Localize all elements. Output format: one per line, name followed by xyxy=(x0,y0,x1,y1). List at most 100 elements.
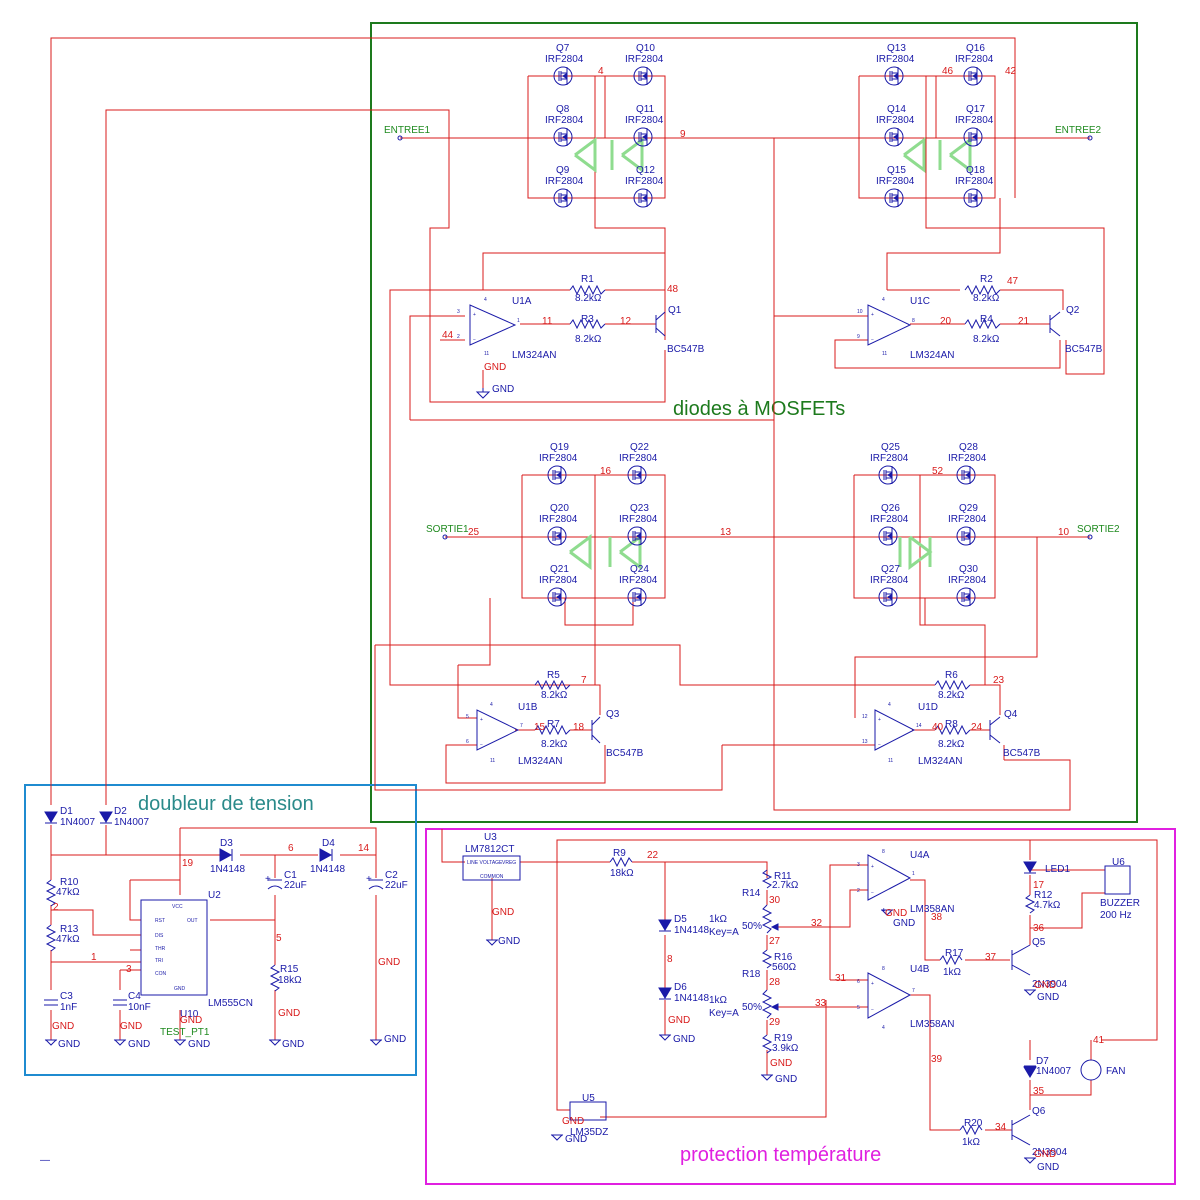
u3-ref: U3 xyxy=(484,832,497,843)
svg-text:2: 2 xyxy=(857,888,860,894)
svg-text:+: + xyxy=(871,981,874,987)
diode-d2: D2 1N4007 xyxy=(99,806,149,828)
net-label: 34 xyxy=(995,1122,1007,1133)
timer-u2: VCC RST DIS THR TRI CON OUT GND U2 LM555… xyxy=(140,890,253,1009)
mosfet-part: IRF2804 xyxy=(876,54,915,65)
mosfet-part: IRF2804 xyxy=(948,514,987,525)
regulator-u3: LINE VOLTAGE VREG COMMON U3 LM7812CT xyxy=(462,832,521,881)
q5-part: 2N3904 xyxy=(1032,979,1067,990)
gnd-net-label: GND xyxy=(562,1116,584,1127)
r20-ref: R20 xyxy=(964,1118,983,1129)
diode-d6: D6 1N4148 xyxy=(658,982,709,1004)
net-label: 35 xyxy=(1033,1086,1045,1097)
mosfet-part: IRF2804 xyxy=(955,176,994,187)
net-label: 30 xyxy=(769,895,781,906)
resistor-r7: R7 8.2kΩ xyxy=(534,719,571,750)
svg-text:4: 4 xyxy=(484,297,487,303)
wiring xyxy=(50,37,1158,1131)
d4-part: 1N4148 xyxy=(310,864,345,875)
r14-value: 1kΩ xyxy=(709,914,728,925)
r14-ref: R14 xyxy=(742,888,761,899)
mosfet-diodes-region xyxy=(370,22,1138,823)
net-label: 24 xyxy=(971,722,983,733)
q3-ref: Q3 xyxy=(606,709,620,720)
mosfet-ref: Q26 xyxy=(881,503,900,514)
svg-text:14: 14 xyxy=(916,723,922,729)
resistor-r12: R12 4.7kΩ xyxy=(1024,890,1061,914)
d1-part: 1N4007 xyxy=(60,817,95,828)
gnd-label: GND xyxy=(384,1034,406,1045)
r6-ref: R6 xyxy=(945,670,958,681)
opamp-u4b: +− 84 65 7 U4B LM358AN xyxy=(857,964,954,1031)
bjt-q5: Q5 2N3904 xyxy=(1011,937,1067,990)
bjt-q6: Q6 2N3904 xyxy=(1011,1106,1067,1158)
svg-text:3: 3 xyxy=(857,862,860,868)
gnd-label: GND xyxy=(188,1039,210,1050)
gnd-label: GND xyxy=(58,1039,80,1050)
svg-text:4: 4 xyxy=(888,702,891,708)
net-label: 11 xyxy=(542,316,553,327)
net-label: 31 xyxy=(835,973,847,984)
gnd-label: GND xyxy=(565,1134,587,1145)
svg-text:12: 12 xyxy=(862,714,868,720)
net-label: 32 xyxy=(811,918,823,929)
svg-text:+: + xyxy=(878,717,881,723)
resistor-r19: R19 3.9kΩ xyxy=(761,1033,799,1054)
r1-ref: R1 xyxy=(581,274,594,285)
d4-ref: D4 xyxy=(322,838,335,849)
svg-text:CON: CON xyxy=(155,971,167,977)
gnd-label: GND xyxy=(1037,992,1059,1003)
r5-ref: R5 xyxy=(547,670,560,681)
r11-value: 2.7kΩ xyxy=(772,880,799,891)
net-label: 8 xyxy=(667,954,673,965)
net-label: 44 xyxy=(442,330,454,341)
resistor-r5: R5 8.2kΩ xyxy=(534,670,571,701)
u4a-ref: U4A xyxy=(910,850,930,861)
mosfet-ref: Q22 xyxy=(630,442,649,453)
net-label: 5 xyxy=(276,933,282,944)
d5-part: 1N4148 xyxy=(674,925,709,936)
svg-text:11: 11 xyxy=(484,351,489,357)
c2-value: 22uF xyxy=(385,880,408,891)
svg-text:7: 7 xyxy=(520,723,523,729)
c4-ref: C4 xyxy=(128,991,141,1002)
d6-ref: D6 xyxy=(674,982,687,993)
capacitor-c3: C3 1nF xyxy=(44,991,77,1013)
svg-text:THR: THR xyxy=(155,946,166,952)
d7-part: 1N4007 xyxy=(1036,1066,1071,1077)
temperature-protection-title: protection température xyxy=(680,1144,881,1166)
r7-ref: R7 xyxy=(547,719,560,730)
r8-value: 8.2kΩ xyxy=(938,739,965,750)
mosfet-part: IRF2804 xyxy=(625,54,664,65)
svg-text:TRI: TRI xyxy=(155,958,163,964)
gnd-net-label: GND xyxy=(1034,980,1056,991)
mosfet-part: IRF2804 xyxy=(539,575,578,586)
svg-text:DIS: DIS xyxy=(155,933,164,939)
r18-setting: 50% xyxy=(742,1002,762,1013)
u6-part: BUZZER xyxy=(1100,898,1140,909)
svg-text:6: 6 xyxy=(857,979,860,985)
net-label: 52 xyxy=(932,466,944,477)
c1-ref: C1 xyxy=(284,870,297,881)
r18-key: Key=A xyxy=(709,1008,739,1019)
r14-key: Key=A xyxy=(709,927,739,938)
svg-text:COMMON: COMMON xyxy=(480,874,504,880)
net-label: 10 xyxy=(1058,527,1070,538)
mosfet-part: IRF2804 xyxy=(619,514,658,525)
r5-value: 8.2kΩ xyxy=(541,690,568,701)
fan-motor: FAN xyxy=(1080,1059,1125,1081)
mosfet-ref: Q24 xyxy=(630,564,649,575)
